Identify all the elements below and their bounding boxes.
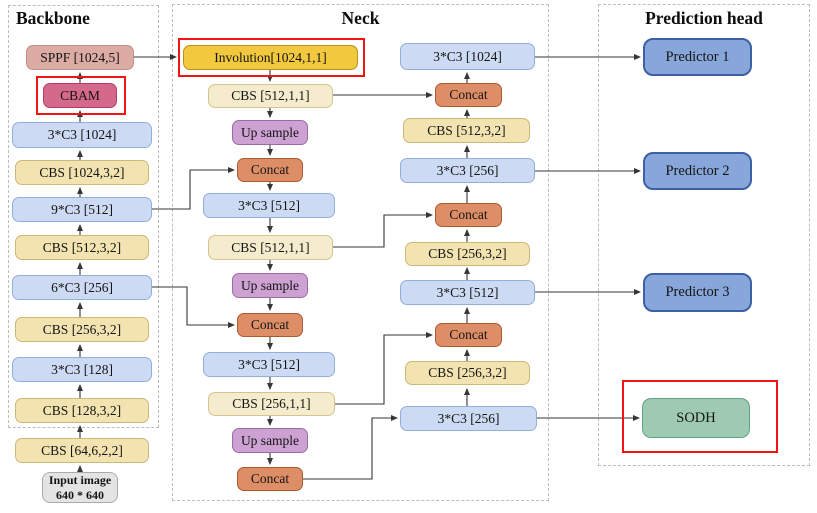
neck-node-concat-b: Concat — [237, 313, 303, 337]
backbone-node-cbs-64: CBS [64,6,2,2] — [15, 438, 149, 463]
backbone-node-6c3-256: 6*C3 [256] — [12, 275, 152, 300]
connector — [335, 332, 433, 405]
head-node-predictor-2: Predictor 2 — [643, 152, 752, 190]
backbone-node-cbam: CBAM — [43, 83, 117, 108]
neck-node-upsample-c: Up sample — [232, 428, 308, 453]
backbone-node-cbs-1024: CBS [1024,3,2] — [15, 160, 149, 185]
head-node-predictor-1: Predictor 1 — [643, 38, 752, 76]
neck-node-c3-256-r: 3*C3 [256] — [400, 158, 535, 183]
neck-panel — [172, 4, 549, 501]
backbone-panel — [8, 5, 159, 428]
neck-node-c3-1024-r: 3*C3 [1024] — [400, 43, 535, 70]
neck-node-cbs-256-32-b: CBS [256,3,2] — [405, 361, 530, 385]
neck-node-c3-512-a: 3*C3 [512] — [203, 193, 335, 218]
connector — [152, 286, 235, 328]
neck-node-cbs-256-11: CBS [256,1,1] — [208, 392, 335, 416]
connector — [333, 212, 433, 248]
neck-node-cbs-512-11-b: CBS [512,1,1] — [208, 235, 333, 260]
head-node-predictor-3: Predictor 3 — [643, 273, 752, 312]
neck-node-cbs-512-11-a: CBS [512,1,1] — [208, 84, 333, 108]
neck-node-cbs-256-32-a: CBS [256,3,2] — [405, 242, 530, 266]
neck-title: Neck — [341, 8, 380, 28]
backbone-title: Backbone — [16, 8, 90, 28]
neck-node-involution: Involution[1024,1,1] — [183, 45, 358, 70]
sodh-highlight-box — [622, 380, 778, 453]
connector — [152, 167, 235, 210]
backbone-node-cbs-256: CBS [256,3,2] — [15, 317, 149, 342]
backbone-node-cbs-128: CBS [128,3,2] — [15, 398, 149, 423]
backbone-node-3c3-128: 3*C3 [128] — [12, 357, 152, 382]
neck-node-upsample-b: Up sample — [232, 273, 308, 298]
neck-node-concat-c: Concat — [237, 467, 303, 491]
neck-node-concat-r2: Concat — [435, 203, 502, 227]
input-image-node: Input image 640 * 640 — [42, 472, 118, 503]
neck-node-c3-512-r: 3*C3 [512] — [400, 280, 535, 305]
neck-node-upsample-a: Up sample — [232, 120, 308, 145]
prediction-head-panel — [598, 4, 810, 466]
prediction-head-title: Prediction head — [645, 8, 763, 28]
cbam-highlight-box — [36, 76, 126, 115]
involution-highlight-box — [178, 38, 365, 77]
neck-node-concat-r1: Concat — [435, 83, 502, 107]
input-image-size: 640 * 640 — [56, 487, 104, 502]
neck-node-cbs-512-32: CBS [512,3,2] — [403, 118, 530, 143]
backbone-node-c3-1024: 3*C3 [1024] — [12, 122, 152, 148]
neck-node-c3-256-rb: 3*C3 [256] — [400, 406, 537, 431]
input-image-label: Input image — [48, 473, 112, 488]
head-node-sodh: SODH — [642, 398, 750, 438]
neck-node-concat-a: Concat — [237, 158, 303, 182]
backbone-node-sppf: SPPF [1024,5] — [26, 45, 134, 70]
backbone-node-9c3-512: 9*C3 [512] — [12, 197, 152, 222]
neck-node-c3-512-b: 3*C3 [512] — [203, 352, 335, 377]
neck-node-concat-r3: Concat — [435, 323, 502, 347]
backbone-node-cbs-512: CBS [512,3,2] — [15, 235, 149, 260]
connector — [303, 415, 398, 480]
